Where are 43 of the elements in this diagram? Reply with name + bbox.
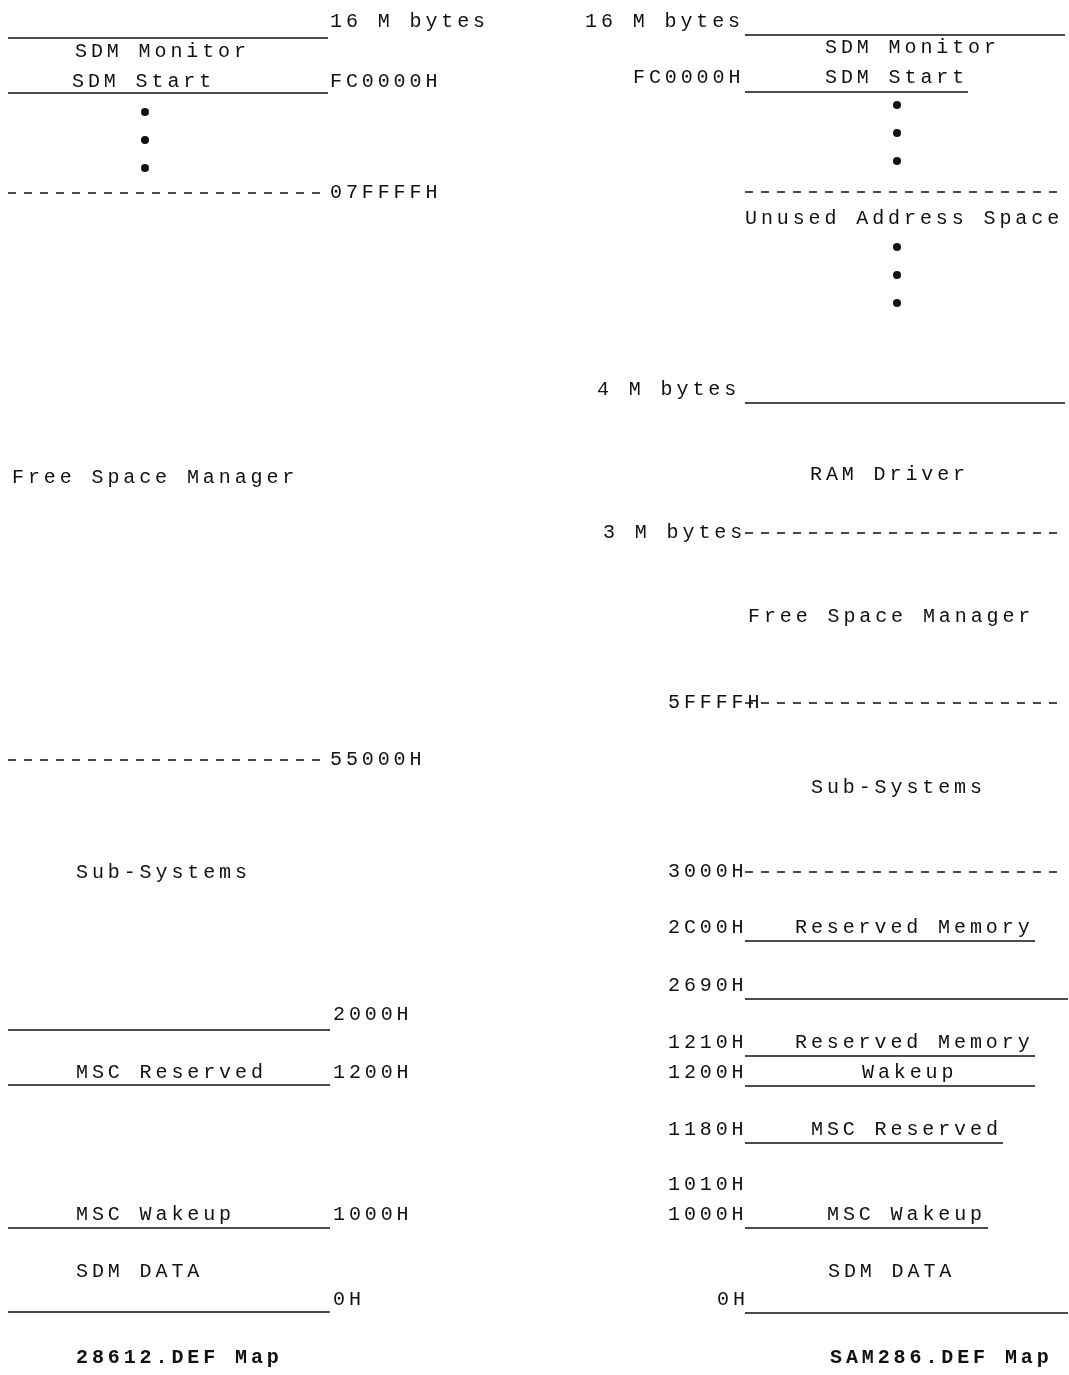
memory-label: MSC Wakeup [76, 1204, 236, 1226]
map-title: 28612.DEF Map [76, 1347, 283, 1369]
memory-label: SDM Start [72, 71, 216, 93]
memory-label: Sub-Systems [76, 862, 251, 884]
memory-label: 0H [717, 1289, 749, 1311]
memory-label: 3 M bytes [603, 522, 747, 544]
memory-label: Wakeup [862, 1062, 958, 1084]
memory-label: 1200H [668, 1062, 748, 1084]
memory-label: 1000H [668, 1204, 748, 1226]
memory-label: 4 M bytes [597, 379, 741, 401]
map-title: SAM286.DEF Map [830, 1347, 1053, 1369]
memory-label: MSC Reserved [76, 1062, 267, 1084]
memory-label: 07FFFFH [330, 182, 442, 204]
memory-label: 1000H [333, 1204, 413, 1226]
memory-label: 5FFFFH [668, 692, 764, 714]
memory-label: 1180H [668, 1119, 748, 1141]
memory-label: Free Space Manager [748, 606, 1035, 628]
memory-label: 16 M bytes [585, 11, 745, 33]
memory-label: Unused Address Space [745, 208, 1064, 230]
memory-label: SDM Monitor [825, 37, 1000, 59]
memory-label: Sub-Systems [811, 777, 986, 799]
memory-label: 2690H [668, 975, 748, 997]
memory-label: Free Space Manager [12, 467, 299, 489]
memory-label: 1200H [333, 1062, 413, 1084]
memory-label: 2000H [333, 1004, 413, 1026]
memory-label: MSC Reserved [811, 1119, 1002, 1141]
memory-label: RAM Driver [810, 464, 970, 486]
memory-label: FC0000H [330, 71, 442, 93]
memory-label: Reserved Memory [795, 1032, 1034, 1054]
memory-label: SDM Monitor [75, 41, 250, 63]
memory-label: SDM Start [825, 67, 969, 89]
memory-label: 1010H [668, 1174, 748, 1196]
memory-label: 16 M bytes [330, 11, 490, 33]
memory-label: 1210H [668, 1032, 748, 1054]
memory-label: 55000H [330, 749, 426, 771]
memory-label: FC0000H [633, 67, 745, 89]
memory-label: Reserved Memory [795, 917, 1034, 939]
memory-label: 2C00H [668, 917, 748, 939]
memory-label: 3000H [668, 861, 748, 883]
memory-label: 0H [333, 1289, 365, 1311]
memory-label: SDM DATA [76, 1261, 204, 1283]
memory-label: SDM DATA [828, 1261, 956, 1283]
memory-label: MSC Wakeup [827, 1204, 987, 1226]
